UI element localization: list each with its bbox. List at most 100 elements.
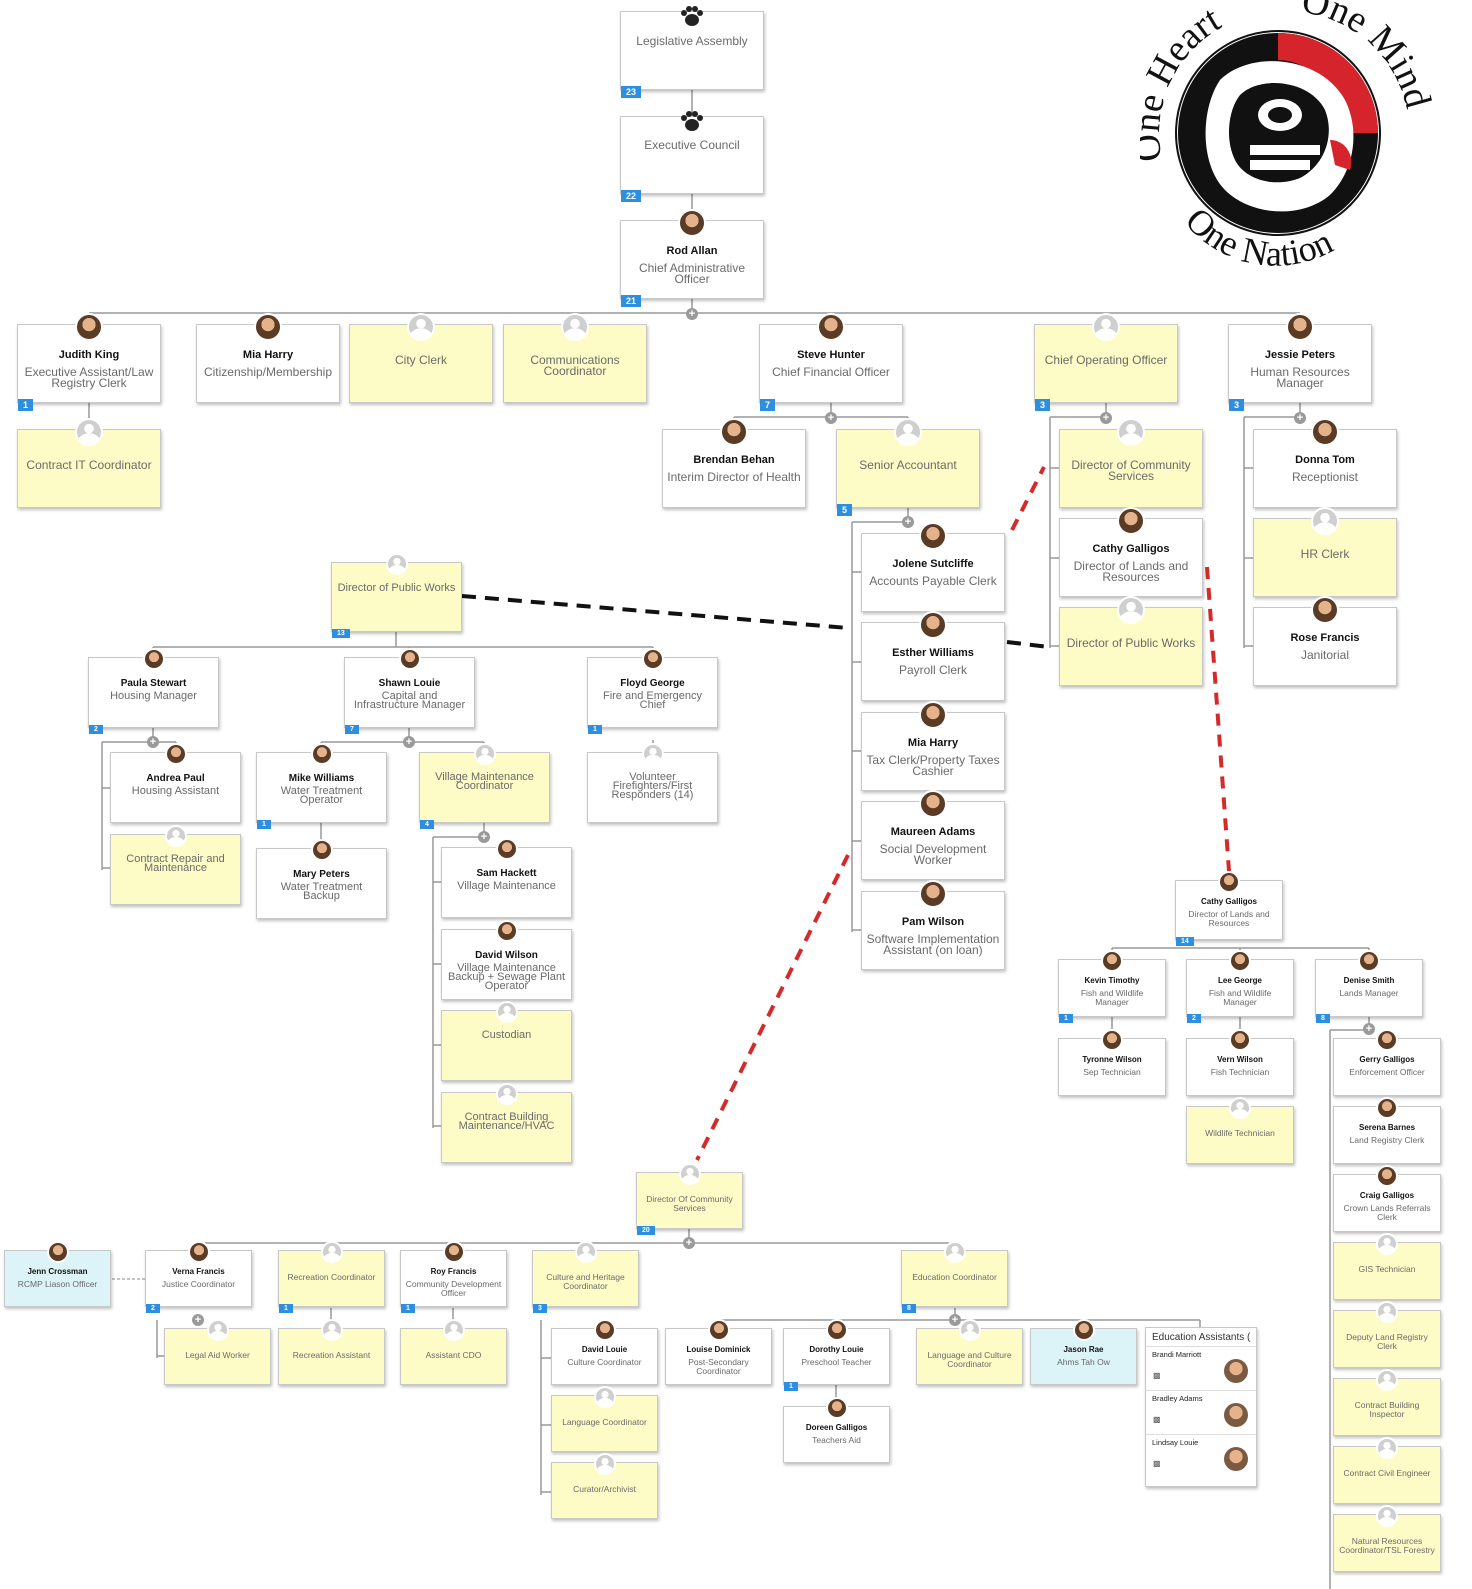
card-title: Fish and Wildlife Manager xyxy=(1208,988,1272,1007)
community-head-card[interactable]: Director Of Community Services 20 xyxy=(636,1163,743,1235)
avatar xyxy=(1224,1447,1248,1471)
row1-card-3[interactable]: Communications Coordinator xyxy=(503,313,647,403)
expand-icon[interactable]: + xyxy=(1363,1023,1375,1035)
preschool-staff-card[interactable]: Doreen Galligos Teachers Aid xyxy=(783,1397,890,1463)
education-staff-card[interactable]: Language and Culture Coordinator xyxy=(916,1319,1023,1385)
village-card[interactable]: Contract Building Maintenance/HVAC xyxy=(441,1083,572,1163)
culture-staff-card[interactable]: Language Coordinator xyxy=(551,1386,658,1452)
pw-manager-card[interactable]: Paula Stewart Housing Manager 2 xyxy=(88,648,219,734)
community-manager-card[interactable]: Education Coordinator 8 xyxy=(901,1241,1008,1313)
lee-staff-card[interactable]: Vern Wilson Fish Technician xyxy=(1186,1029,1294,1096)
pw-manager-card[interactable]: Floyd George Fire and Emergency Chief 1 xyxy=(587,648,718,734)
capital-card[interactable]: Mike Williams Water Treatment Operator 1 xyxy=(256,743,387,829)
education-staff-card[interactable]: Jason Rae Ahms Tah Ow xyxy=(1030,1319,1137,1385)
trash-icon[interactable]: ▩ xyxy=(1153,1459,1161,1468)
brendan-card[interactable]: Brendan Behan Interim Director of Health xyxy=(662,418,806,508)
senior-accountant-card[interactable]: Senior Accountant 5 xyxy=(836,418,980,516)
row1-card-0[interactable]: Judith King Executive Assistant/Law Regi… xyxy=(17,313,161,411)
vacant-avatar-icon xyxy=(495,1083,518,1105)
cdo-staff-card[interactable]: Assistant CDO xyxy=(400,1319,507,1385)
village-card[interactable]: Custodian xyxy=(441,1001,572,1081)
row1-card-6[interactable]: Jessie Peters Human Resources Manager 3 xyxy=(1228,313,1372,411)
education-staff-card[interactable]: Louise Dominick Post-Secondary Coordinat… xyxy=(665,1319,772,1385)
community-manager-card[interactable]: Roy Francis Community Development Office… xyxy=(400,1241,507,1313)
rcmp-card[interactable]: Jenn Crossman RCMP Liason Officer xyxy=(4,1241,111,1307)
community-manager-card[interactable]: Verna Francis Justice Coordinator 2 xyxy=(145,1241,252,1313)
card-title: Education Coordinator xyxy=(912,1272,997,1282)
denise-staff-card[interactable]: Contract Building Inspector xyxy=(1333,1369,1441,1436)
expand-icon[interactable]: + xyxy=(683,1237,695,1249)
lee-staff-card[interactable]: Wildlife Technician xyxy=(1186,1097,1294,1164)
denise-staff-card[interactable]: Serena Barnes Land Registry Clerk xyxy=(1333,1097,1441,1164)
lands-manager-card[interactable]: Kevin Timothy Fish and Wildlife Manager … xyxy=(1058,950,1166,1023)
coo-report-card[interactable]: Cathy Galligos Director of Lands and Res… xyxy=(1059,507,1203,597)
coo-report-card[interactable]: Director of Community Services xyxy=(1059,418,1203,508)
denise-staff-card[interactable]: Contract Civil Engineer xyxy=(1333,1437,1441,1504)
recreation-staff-card[interactable]: Recreation Assistant xyxy=(278,1319,385,1385)
cfo-staff-card[interactable]: Maureen Adams Social Development Worker xyxy=(861,790,1005,880)
lands-manager-card[interactable]: Lee George Fish and Wildlife Manager 2 xyxy=(1186,950,1294,1023)
community-manager-card[interactable]: Culture and Heritage Coordinator 3 xyxy=(532,1241,639,1313)
expand-icon[interactable]: + xyxy=(478,831,490,843)
trash-icon[interactable]: ▩ xyxy=(1153,1371,1161,1380)
row1-card-4[interactable]: Steve Hunter Chief Financial Officer 7 xyxy=(759,313,903,411)
cfo-staff-card[interactable]: Pam Wilson Software Implementation Assis… xyxy=(861,880,1005,970)
row1-card-1[interactable]: Mia Harry Citizenship/Membership xyxy=(196,313,340,403)
housing-card[interactable]: Andrea Paul Housing Assistant xyxy=(110,743,241,823)
justice-staff-card[interactable]: Legal Aid Worker xyxy=(164,1319,271,1385)
row1-card-5[interactable]: Chief Operating Officer 3 xyxy=(1034,313,1178,411)
expand-icon[interactable]: + xyxy=(1100,412,1112,424)
list-item[interactable]: Bradley Adams ▩ xyxy=(1146,1390,1256,1435)
count-badge: 21 xyxy=(621,295,642,307)
cfo-staff-card[interactable]: Jolene Sutcliffe Accounts Payable Clerk xyxy=(861,522,1005,612)
card-title: Director of Community Services xyxy=(1071,458,1191,483)
expand-icon[interactable]: + xyxy=(825,412,837,424)
coo-report-card[interactable]: Director of Public Works xyxy=(1059,596,1203,686)
cfo-staff-card[interactable]: Mia Harry Tax Clerk/Property Taxes Cashi… xyxy=(861,701,1005,791)
expand-icon[interactable]: + xyxy=(686,308,698,320)
community-manager-card[interactable]: Recreation Coordinator 1 xyxy=(278,1241,385,1313)
lands-manager-card[interactable]: Denise Smith Lands Manager 8 xyxy=(1315,950,1423,1023)
expand-icon[interactable]: + xyxy=(192,1314,204,1326)
capital-card[interactable]: Mary Peters Water Treatment Backup xyxy=(256,839,387,919)
capital-card[interactable]: Village Maintenance Coordinator 4 xyxy=(419,743,550,829)
vacant-avatar-icon xyxy=(958,1319,981,1341)
culture-staff-card[interactable]: Curator/Archivist xyxy=(551,1453,658,1519)
row1-card-2[interactable]: City Clerk xyxy=(349,313,493,403)
denise-staff-card[interactable]: Gerry Galligos Enforcement Officer xyxy=(1333,1029,1441,1096)
village-card[interactable]: David Wilson Village Maintenance Backup … xyxy=(441,920,572,1000)
public-works-head-card[interactable]: Director of Public Works 13 xyxy=(331,553,462,638)
expand-icon[interactable]: + xyxy=(902,516,914,528)
hr-report-card[interactable]: Rose Francis Janitorial xyxy=(1253,596,1397,686)
expand-icon[interactable]: + xyxy=(403,736,415,748)
denise-staff-card[interactable]: GIS Technician xyxy=(1333,1233,1441,1300)
education-staff-card[interactable]: Dorothy Louie Preschool Teacher 1 xyxy=(783,1319,890,1391)
lands-head-card[interactable]: Cathy Galligos Director of Lands and Res… xyxy=(1175,871,1283,946)
legislative-assembly-card[interactable]: Legislative Assembly 23 xyxy=(620,6,764,98)
expand-icon[interactable]: + xyxy=(1294,412,1306,424)
pw-manager-card[interactable]: Shawn Louie Capital and Infrastructure M… xyxy=(344,648,475,734)
list-item[interactable]: Lindsay Louie ▩ xyxy=(1146,1434,1256,1479)
avatar xyxy=(641,648,664,670)
denise-staff-card[interactable]: Deputy Land Registry Clerk xyxy=(1333,1301,1441,1368)
vacant-avatar-icon xyxy=(206,1319,229,1341)
education-assistants-panel[interactable]: Education Assistants ( Brandi Marriott ▩… xyxy=(1145,1327,1257,1487)
cao-card[interactable]: Rod Allan Chief Administrative Officer 2… xyxy=(620,209,764,307)
cfo-staff-card[interactable]: Esther Williams Payroll Clerk xyxy=(861,611,1005,701)
denise-staff-card[interactable]: Craig Galligos Crown Lands Referrals Cle… xyxy=(1333,1165,1441,1232)
list-item[interactable]: Brandi Marriott ▩ xyxy=(1146,1346,1256,1391)
expand-icon[interactable]: + xyxy=(147,736,159,748)
housing-card[interactable]: Contract Repair and Maintenance xyxy=(110,825,241,905)
contract-it-card[interactable]: Contract IT Coordinator xyxy=(17,418,161,508)
hr-report-card[interactable]: HR Clerk xyxy=(1253,507,1397,597)
culture-staff-card[interactable]: David Louie Culture Coordinator xyxy=(551,1319,658,1385)
expand-icon[interactable]: + xyxy=(949,1314,961,1326)
hr-report-card[interactable]: Donna Tom Receptionist xyxy=(1253,418,1397,508)
fire-volunteer-card[interactable]: Volunteer Firefighters/First Responders … xyxy=(587,743,718,823)
village-card[interactable]: Sam Hackett Village Maintenance xyxy=(441,838,572,918)
kevin-staff-card[interactable]: Tyronne Wilson Sep Technician xyxy=(1058,1029,1166,1096)
denise-staff-card[interactable]: Natural Resources Coordinator/TSL Forest… xyxy=(1333,1505,1441,1572)
trash-icon[interactable]: ▩ xyxy=(1153,1415,1161,1424)
executive-council-card[interactable]: Executive Council 22 xyxy=(620,111,764,202)
card-title: Executive Council xyxy=(644,138,740,152)
